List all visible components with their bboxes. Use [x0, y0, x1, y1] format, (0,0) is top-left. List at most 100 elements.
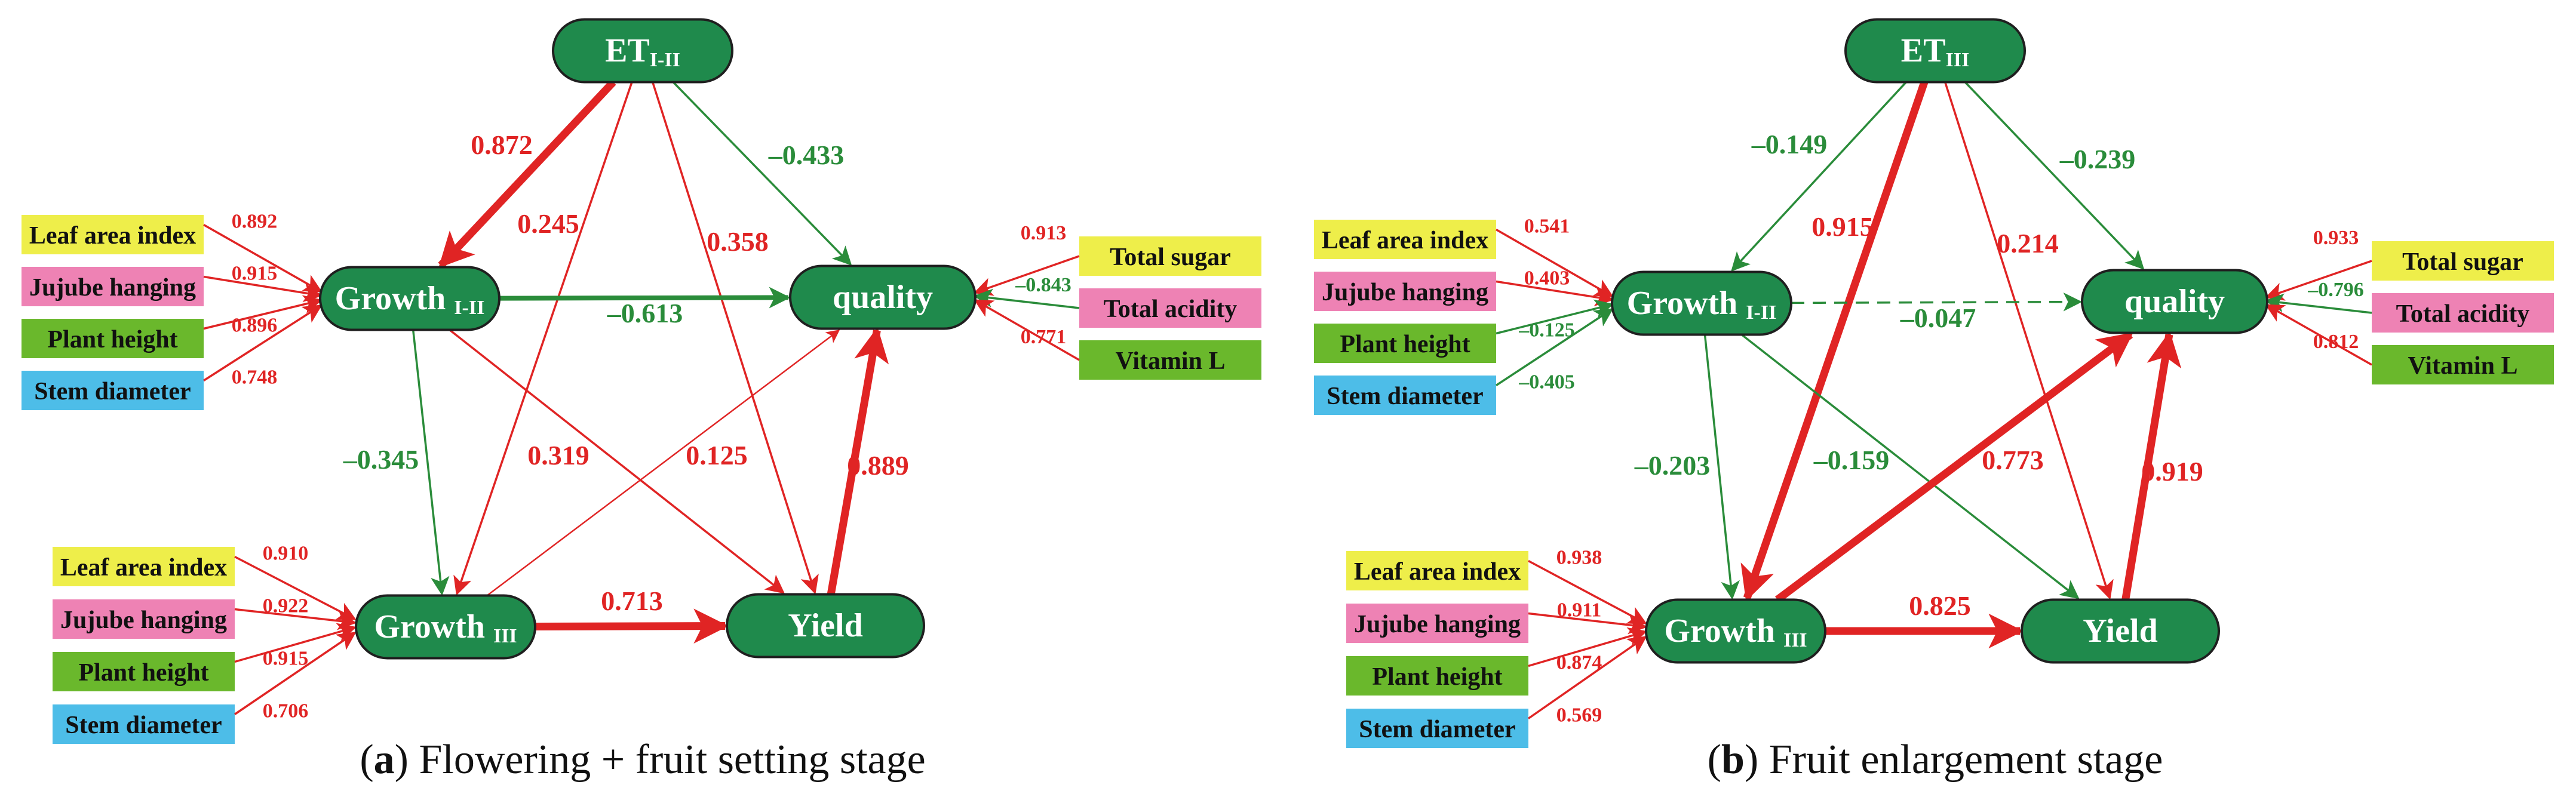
path-arrow-et-to-quality — [1964, 81, 2145, 270]
indicator-loading-arrow — [1527, 636, 1647, 719]
paths-b — [1703, 81, 2182, 649]
indicator-label: Leaf area index — [1354, 558, 1521, 586]
indicator-box: Leaf area index — [1314, 220, 1496, 259]
indicator-label: Jujube hanging — [1322, 279, 1488, 306]
indicator-swatch — [1346, 709, 1528, 748]
node-label: Yield — [2083, 613, 2157, 650]
indicator-loading-arrow — [203, 275, 323, 303]
indicator-swatch — [53, 599, 235, 639]
path-arrow-et-to-growth3 — [453, 81, 633, 596]
indicator-swatch — [1314, 220, 1496, 259]
path-coefficient: –0.239 — [2059, 144, 2136, 174]
indicator-loading: 0.915 — [232, 263, 278, 285]
indicator-box: Stem diameter — [1314, 376, 1496, 415]
path-coefficient: 0.713 — [601, 586, 663, 616]
indicator-box: Jujube hanging — [53, 599, 235, 639]
indicator-box: Plant height — [53, 652, 235, 691]
indicator-label: Total acidity — [2396, 300, 2530, 328]
indicator-box: Vitamin L — [1079, 340, 1261, 380]
indicator-swatch — [53, 547, 235, 586]
indicator-loading: 0.812 — [2313, 331, 2359, 353]
indicator-loading: –0.125 — [1518, 319, 1575, 341]
indicator-box: Plant height — [1346, 656, 1528, 696]
indicator-swatch — [1314, 272, 1496, 311]
node-label: Growth I-II — [335, 280, 485, 319]
indicator-loading: 0.913 — [1021, 222, 1067, 244]
indicator-box: Total sugar — [1079, 236, 1261, 276]
path-coefficient: –0.047 — [1900, 303, 1976, 333]
path-coefficient: 0.214 — [1997, 228, 2059, 259]
path-arrow-et-to-growth3 — [1740, 81, 1929, 602]
indicator-label: Jujube hanging — [29, 274, 196, 301]
indicator-swatch — [1079, 288, 1261, 328]
indicator-label: Total sugar — [1110, 244, 1231, 271]
path-arrow-growth3-to-quality — [486, 330, 840, 596]
indicator-box: Total acidity — [2372, 293, 2554, 333]
indicator-loading: –0.405 — [1518, 371, 1575, 393]
indicator-loading: 0.922 — [263, 595, 309, 617]
indicator-label: Stem diameter — [1359, 716, 1515, 743]
indicator-label: Plant height — [1372, 663, 1502, 691]
indicator-box: Plant height — [22, 319, 204, 358]
indicator-box: Jujube hanging — [1314, 272, 1496, 311]
indicator-swatch — [1346, 656, 1528, 696]
node-shape — [789, 264, 977, 330]
path-coefficient: 0.125 — [686, 440, 748, 470]
panel-caption: (a) Flowering + fruit setting stage — [360, 737, 925, 783]
path-arrow-growth1-to-growth3 — [412, 330, 450, 596]
path-coefficient: 0.915 — [1812, 211, 1874, 242]
indicator-loading-arrow — [1496, 308, 1614, 386]
path-arrow-et-to-growth1 — [438, 79, 616, 268]
indicator-loading: 0.771 — [1021, 326, 1067, 348]
indicator-loading-arrow — [203, 304, 323, 381]
node-shape — [2081, 269, 2268, 334]
path-coefficient: –0.159 — [1813, 445, 1890, 475]
indicator-swatch — [1314, 324, 1496, 363]
indicator-loading-arrow — [1528, 612, 1648, 635]
path-coefficient: 0.889 — [847, 450, 909, 481]
indicator-box: Stem diameter — [22, 371, 204, 410]
path-arrow-growth1-to-growth3 — [1703, 334, 1740, 600]
node-label: Growth III — [374, 608, 517, 647]
indicator-label: Jujube hanging — [1354, 611, 1521, 638]
indicator-loading-arrow — [974, 255, 1080, 296]
indicator-loading-arrow — [234, 555, 357, 620]
indicator-label: Stem diameter — [1327, 383, 1483, 410]
path-coefficient: 0.358 — [707, 226, 769, 257]
indicator-swatch — [22, 371, 204, 410]
indicator-swatch — [53, 704, 235, 744]
indicator-swatch — [1346, 604, 1528, 643]
path-coefficient: –0.149 — [1751, 129, 1828, 159]
indicator-loading: 0.910 — [263, 543, 309, 565]
indicator-label: Leaf area index — [1322, 227, 1488, 254]
indicator-loading-arrow — [203, 223, 323, 293]
indicator-swatch — [1079, 340, 1261, 380]
indicator-loading-arrow — [1528, 559, 1647, 624]
path-arrow-et-to-quality — [672, 81, 852, 266]
indicator-box: Plant height — [1314, 324, 1496, 363]
path-arrow-et-to-yield — [652, 81, 819, 595]
indicator-label: Vitamin L — [1116, 347, 1226, 375]
panel-caption: (b) Fruit enlargement stage — [1708, 737, 2163, 783]
node-shape — [1844, 18, 2026, 84]
path-coefficient: 0.319 — [527, 440, 589, 470]
path-coefficient: –0.203 — [1634, 450, 1711, 481]
indicator-box: Total acidity — [1079, 288, 1261, 328]
indicator-label: Plant height — [78, 659, 208, 687]
path-arrow-growth1-to-quality — [1791, 292, 2083, 312]
indicator-label: Stem diameter — [34, 378, 191, 405]
node-shape — [726, 593, 925, 658]
indicator-box: Leaf area index — [53, 547, 235, 586]
indicator-loading-arrow — [2264, 293, 2372, 314]
indicator-loading-arrow — [974, 299, 1080, 361]
indicator-loading-arrow — [234, 608, 357, 630]
indicator-box: Jujube hanging — [1346, 604, 1528, 643]
indicator-loading-arrow — [2265, 260, 2372, 301]
node-label: quality — [2124, 283, 2225, 320]
indicator-loading-arrow — [234, 632, 357, 715]
indicator-loading: –0.796 — [2307, 279, 2364, 301]
